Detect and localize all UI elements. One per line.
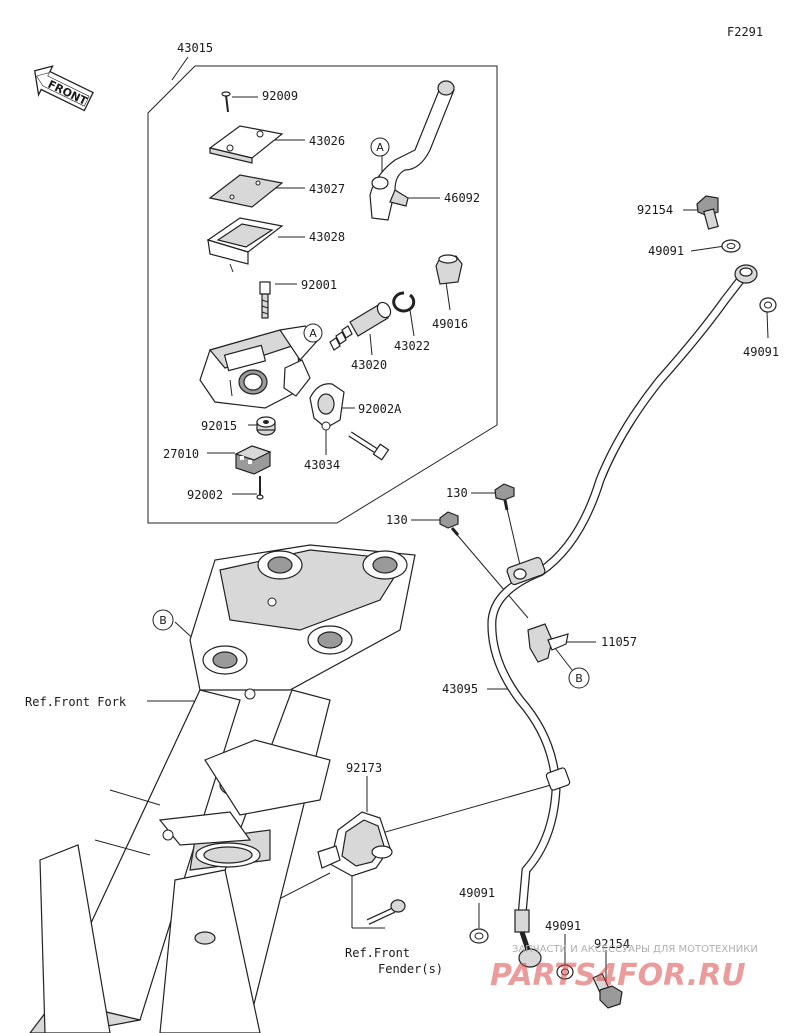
circle-mark-b2-letter: B — [575, 672, 583, 685]
label-43027: 43027 — [309, 182, 345, 196]
watermark: ЗАПЧАСТИ И АКСЕССУАРЫ ДЛЯ МОТОТЕХНИКИ PA… — [490, 944, 758, 993]
screw-92009 — [221, 91, 231, 113]
hose-clamp — [545, 767, 571, 791]
washer-49091-d — [556, 964, 574, 980]
label-43015: 43015 — [177, 41, 213, 55]
circle-mark-a1-letter: A — [376, 141, 384, 154]
circle-mark-b2: B — [568, 667, 590, 689]
diagram-code: F2291 — [727, 25, 763, 39]
label-43034: 43034 — [304, 458, 340, 472]
circle-mark-b1: B — [152, 609, 174, 631]
dust-boot-49016 — [435, 254, 463, 285]
master-cylinder-body — [199, 325, 319, 409]
watermark-line1: ЗАПЧАСТИ И АКСЕССУАРЫ ДЛЯ МОТОТЕХНИКИ — [512, 944, 758, 955]
label-92154-bottom: 92154 — [594, 937, 630, 951]
label-92154-top: 92154 — [637, 203, 673, 217]
washer-49091-b — [759, 297, 777, 313]
bolt-130-a — [494, 483, 515, 511]
switch-27010 — [234, 445, 272, 475]
screw-92002 — [256, 476, 264, 500]
label-43020: 43020 — [351, 358, 387, 372]
label-43095: 43095 — [442, 682, 478, 696]
circle-mark-a1: A — [370, 137, 390, 157]
clamp-11057 — [527, 623, 569, 663]
label-92002: 92002 — [187, 488, 223, 502]
diaphragm-43028 — [206, 217, 284, 273]
bushing-92015 — [256, 416, 276, 436]
ref-front-fender-line1: Ref.Front — [345, 946, 410, 960]
ref-front-fender-line2: Fender(s) — [378, 962, 443, 976]
bolt-fender — [366, 899, 406, 925]
master-cylinder-kit-outline — [147, 65, 498, 524]
label-130-b: 130 — [386, 513, 408, 527]
circle-mark-a2-letter: A — [309, 327, 317, 340]
banjo-bolt-92154-top — [696, 195, 719, 230]
circle-mark-a2: A — [303, 323, 323, 343]
label-92002A: 92002A — [358, 402, 402, 416]
washer-49091-c — [469, 928, 489, 944]
label-27010: 27010 — [163, 447, 199, 461]
circle-mark-b1-letter: B — [159, 614, 167, 627]
front-fork-assembly — [29, 544, 416, 1033]
label-43026: 43026 — [309, 134, 345, 148]
label-49091-b: 49091 — [743, 345, 779, 359]
hose-fitting-top — [734, 264, 758, 284]
label-92009: 92009 — [262, 89, 298, 103]
callout-labels: 43015 92009 43026 43027 43028 92001 4609… — [25, 41, 779, 976]
label-46092: 46092 — [444, 191, 480, 205]
label-11057: 11057 — [601, 635, 637, 649]
banjo-bolt-92154-bottom — [592, 972, 623, 1009]
label-130-a: 130 — [446, 486, 468, 500]
holder-92173 — [317, 811, 393, 877]
label-92173: 92173 — [346, 761, 382, 775]
lever-46092 — [369, 80, 455, 221]
washer-49091-a — [721, 239, 741, 253]
label-92001: 92001 — [301, 278, 337, 292]
bolt-92001 — [259, 281, 271, 319]
label-49091-c: 49091 — [459, 886, 495, 900]
hose-fitting-bottom — [514, 909, 542, 968]
bracket-half-43034 — [309, 383, 345, 431]
label-49091-a: 49091 — [648, 244, 684, 258]
watermark-line2: PARTS4FOR.RU — [490, 958, 746, 993]
circlip-43022 — [392, 291, 416, 313]
hose-guide — [506, 556, 546, 586]
bolt-92002A — [348, 431, 390, 461]
brake-hose-43095 — [487, 273, 747, 920]
label-92015: 92015 — [201, 419, 237, 433]
label-49091-d: 49091 — [545, 919, 581, 933]
label-49016: 49016 — [432, 317, 468, 331]
label-43022: 43022 — [394, 339, 430, 353]
ref-front-fork: Ref.Front Fork — [25, 695, 127, 709]
front-arrow-icon: FRONT — [34, 65, 94, 112]
plate-43027 — [208, 174, 284, 208]
label-43028: 43028 — [309, 230, 345, 244]
bolt-130-b — [439, 511, 460, 536]
cap-43026 — [208, 125, 284, 164]
piston-43020 — [329, 301, 392, 351]
